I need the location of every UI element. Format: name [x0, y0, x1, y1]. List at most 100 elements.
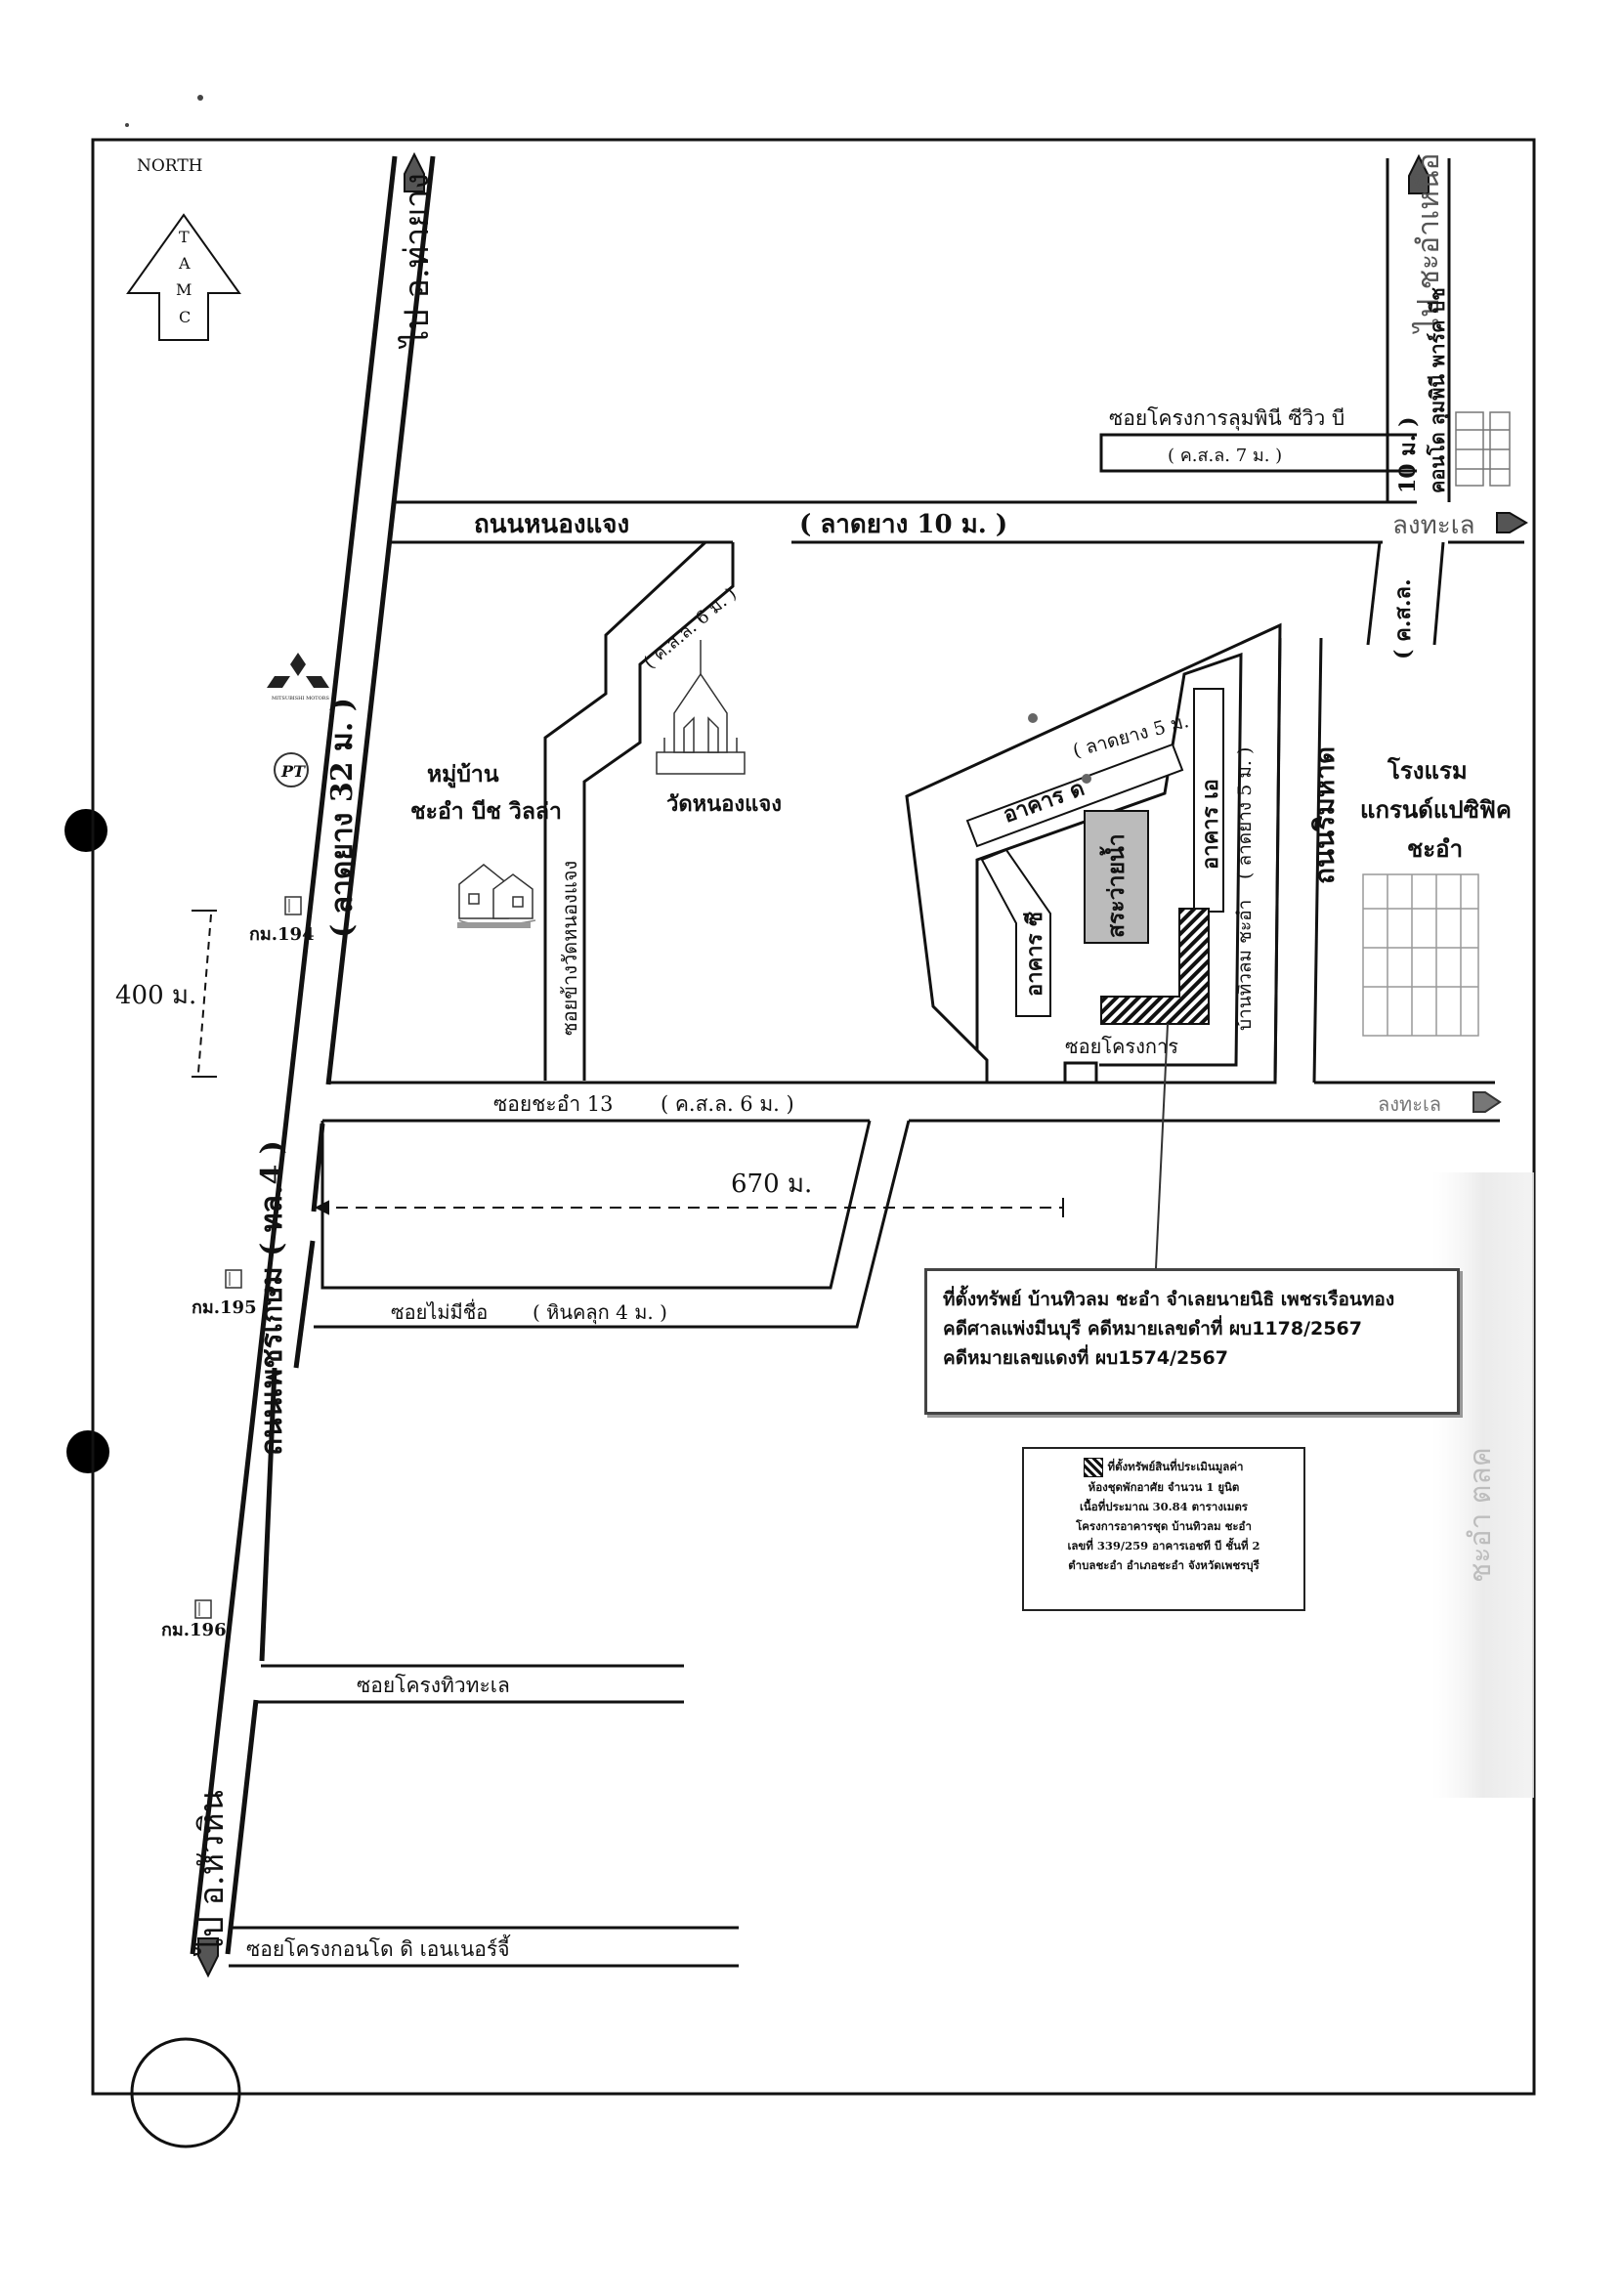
legend-line-4: โครงการอาคารชุด บ้านทิวลม ชะอำ: [1076, 1519, 1252, 1533]
project-name-label: บ้านทิวลม ชะอำ: [1234, 900, 1256, 1031]
km194-marker: [284, 896, 302, 915]
soi-lumphini-label: ซอยโครงการลุมพินี ซีวิว บี: [1109, 406, 1345, 431]
lat-yang-5-inner: ( ลาดยาง 5 ม. ): [1234, 747, 1256, 879]
condo-park-icon: [1455, 411, 1511, 487]
right-ksl-label: ( ค.ส.ล.: [1390, 578, 1416, 659]
dim-670-label: 670 ม.: [731, 1169, 812, 1199]
to-hua-hin-label: ไป อ.หัวหิน: [192, 1790, 232, 1957]
legend-line-2: ห้องชุดพักอาศัย จำนวน 1 ยูนิต: [1088, 1480, 1240, 1494]
map-circle: [130, 2037, 241, 2148]
property-note-box: ที่ตั้งทรัพย์ บ้านทิวลม ชะอำ จำเลยนายนิธ…: [924, 1268, 1460, 1415]
hotel-line1: โรงแรม: [1387, 756, 1468, 785]
stamp-text: ชะอำ ตลค: [1464, 1447, 1498, 1583]
soi-thiw-talay-label: ซอยโครงทิวทะเล: [357, 1674, 510, 1697]
village-house-icon: [457, 864, 536, 928]
note-line-3: คดีหมายเลขแดงที่ ผบ1574/2567: [943, 1347, 1228, 1369]
hatch-swatch-icon: [1084, 1458, 1104, 1477]
map-frame: [91, 138, 1536, 2096]
nong-chaeng-label: ถนนหนองแจง: [474, 510, 629, 539]
pt-logo: PT: [274, 752, 309, 787]
temple-icon: [656, 640, 746, 775]
building-c: [980, 848, 1051, 1017]
arrow-north-right: [1408, 153, 1430, 194]
building-e: [1193, 688, 1224, 913]
to-cha-am-north-label: ไป ชะอำเหนือ: [1411, 152, 1446, 334]
pool-label: สระว่ายน้ำ: [1099, 833, 1130, 938]
legend-line-3: เนื้อที่ประมาณ 30.84 ตารางเมตร: [1080, 1500, 1248, 1513]
km194-label: กม.194: [249, 924, 315, 945]
hotel-line2: แกรนด์แปซิฟิค: [1360, 795, 1512, 824]
to-sea-mid-label: ลงทะเล: [1378, 1092, 1441, 1116]
pt-label: PT: [280, 762, 306, 781]
arrow-to-sea-mid: [1473, 1091, 1502, 1113]
soi-cha-am-13-label: ซอยชะอำ 13: [493, 1092, 614, 1116]
building-d: [965, 743, 1184, 848]
main-road-label: ถนนเพชรเกษม ( ทล.4 ): [255, 1140, 289, 1456]
north-arrow: NORTH T A M C: [126, 156, 241, 341]
soi-project-label: ซอยโครงการ: [1065, 1035, 1178, 1058]
compass-letter-t: T: [179, 228, 190, 246]
km196-label: กม.196: [161, 1620, 227, 1640]
subject-building: [1100, 908, 1210, 1025]
village-line1: หมู่บ้าน: [427, 761, 499, 788]
mitsubishi-label: MITSUBISHI MOTORS: [272, 696, 329, 702]
km195-marker: [225, 1269, 242, 1289]
soi-thiw-talay: [256, 1664, 684, 1704]
compass-letter-c: C: [179, 308, 191, 326]
legend-line-5: เลขที่ 339/259 อาคารเอชที บี ชั้นที่ 2: [1067, 1539, 1260, 1552]
compass-label: NORTH: [137, 156, 202, 176]
arrow-to-sea-top: [1496, 512, 1528, 533]
kor-sor-lor-6-top: ( ค.ส.ล. 6 ม. ): [640, 583, 741, 672]
arrow-north-highway: [404, 151, 425, 192]
temple-label: วัดหนองแจง: [666, 791, 782, 817]
dim-670: [314, 1198, 1064, 1217]
right-10m-label: 10 ม. ): [1395, 416, 1421, 493]
km195-label: กม.195: [192, 1297, 257, 1318]
lat-yang-32-label: ( ลาดยาง 32 ม. ): [325, 698, 360, 938]
punch-hole-bottom: [66, 1430, 109, 1473]
compass-letter-m: M: [176, 280, 192, 299]
lat-yang-5-top: ( ลาดยาง 5 ม. ): [1071, 707, 1204, 762]
soi-no-name-spec: ( หินคลุก 4 ม. ): [533, 1300, 667, 1325]
leader-line: [1155, 1023, 1169, 1269]
lumphini-soi: [1099, 433, 1417, 473]
swimming-pool: [1084, 810, 1149, 944]
legend-line-1: ที่ตั้งทรัพย์สินที่ประเมินมูลค่า: [1107, 1460, 1244, 1473]
hotel-line3: ชะอำ: [1407, 834, 1463, 863]
to-sea-top-label: ลงทะเล: [1392, 511, 1475, 540]
legend-line-6: ตำบลชะอำ อำเภอชะอำ จังหวัดเพชรบุรี: [1068, 1558, 1259, 1572]
nong-chaeng-road: [389, 500, 1524, 544]
village-line2: ชะอำ บีช วิลล่า: [410, 798, 562, 825]
soi-wat-road: [543, 540, 735, 1081]
hotel-icon: [1362, 873, 1479, 1037]
building-e-label: อาคาร เอ: [1198, 779, 1223, 870]
compass-letter-a: A: [178, 254, 191, 273]
mitsubishi-logo: [267, 653, 329, 688]
soi-lumphini-spec: ( ค.ส.ล. 7 ม. ): [1168, 446, 1282, 466]
scan-mark-2: [125, 123, 129, 127]
condo-park-label: คอนโด ลุมพินี พาร์ค บีช: [1426, 287, 1450, 493]
scan-mark-1: [197, 95, 203, 101]
punch-hole-top: [64, 809, 107, 852]
note-line-2: คดีศาลแพ่งมีนบุรี คดีหมายเลขดำที่ ผบ1178…: [943, 1318, 1362, 1339]
soi-condo: [229, 1926, 739, 1968]
right-vertical-road: [1366, 158, 1451, 646]
soi-no-name: [314, 1120, 911, 1329]
soi-condo-label: ซอยโครงกอนโด ดิ เอนเนอร์จี้: [246, 1935, 511, 1961]
to-tha-yang-label: ไป อ.ท่ายาง: [398, 173, 437, 350]
soi-no-name-label: ซอยไม่มีชื่อ: [391, 1298, 488, 1324]
km196-marker: [194, 1599, 212, 1619]
beach-road-label: ถนนริมหาด: [1308, 746, 1341, 884]
arrow-south-highway: [197, 1937, 219, 1978]
soi-wat-label: ซอยข้างวัดหนองแจง: [558, 861, 581, 1036]
lat-yang-10-label: ( ลาดยาง 10 ม. ): [799, 510, 1007, 539]
building-c-label: อาคาร ซี: [1022, 912, 1047, 997]
marker-dot-2: [1082, 774, 1091, 784]
note-line-1: ที่ตั้งทรัพย์ บ้านทิวลม ชะอำ จำเลยนายนิธ…: [943, 1289, 1395, 1310]
soi-cha-am-13-spec: ( ค.ส.ล. 6 ม. ): [661, 1092, 794, 1116]
dim-400: [192, 910, 217, 1078]
dim-400-label: 400 ม.: [115, 981, 196, 1010]
marker-dot-1: [1028, 713, 1038, 723]
legend-box: ที่ตั้งทรัพย์สินที่ประเมินมูลค่า ห้องชุด…: [1022, 1447, 1305, 1611]
